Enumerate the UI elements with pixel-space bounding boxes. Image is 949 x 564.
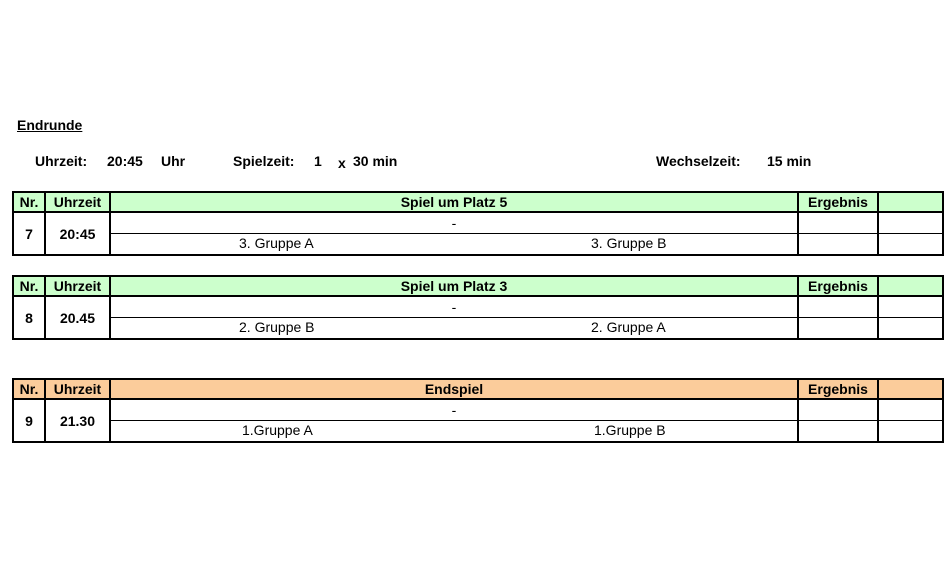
- result-cell: [797, 211, 879, 234]
- extra-cell: [877, 211, 944, 234]
- spielzeit-x: x: [338, 155, 346, 171]
- spielzeit-label: Spielzeit:: [233, 153, 295, 169]
- result-cell: [797, 295, 879, 318]
- extra-header: [877, 378, 944, 400]
- match-time: 20:45: [44, 211, 111, 256]
- match-number: 9: [12, 398, 46, 443]
- match-table: Nr. Uhrzeit Spiel um Platz 3 Ergebnis 8 …: [12, 275, 944, 340]
- ergebnis-header: Ergebnis: [797, 191, 879, 213]
- nr-header: Nr.: [12, 191, 46, 213]
- extra-header: [877, 275, 944, 297]
- result-cell: [797, 317, 879, 340]
- uhrzeit-label: Uhrzeit:: [35, 153, 88, 169]
- extra-header: [877, 191, 944, 213]
- team-a: 1.Gruppe A: [242, 422, 313, 438]
- match-table: Nr. Uhrzeit Spiel um Platz 5 Ergebnis 7 …: [12, 191, 944, 256]
- team-b: 1.Gruppe B: [594, 422, 666, 438]
- extra-cell: [877, 398, 944, 421]
- ergebnis-header: Ergebnis: [797, 378, 879, 400]
- match-time: 20.45: [44, 295, 111, 340]
- uhr-label: Uhr: [161, 153, 186, 169]
- wechselzeit-value: 15 min: [767, 153, 812, 169]
- result-cell: [797, 233, 879, 256]
- match-title: Spiel um Platz 5: [109, 191, 799, 213]
- score-placeholder: -: [109, 211, 799, 234]
- result-cell: [797, 398, 879, 421]
- extra-cell: [877, 295, 944, 318]
- extra-cell: [877, 233, 944, 256]
- match-number: 7: [12, 211, 46, 256]
- uhrzeit-value: 20:45: [107, 153, 143, 169]
- team-a: 2. Gruppe B: [239, 319, 315, 335]
- match-title: Endspiel: [109, 378, 799, 400]
- uhrzeit-header: Uhrzeit: [44, 191, 111, 213]
- teams-cell: 1.Gruppe A 1.Gruppe B: [109, 420, 799, 443]
- match-time: 21.30: [44, 398, 111, 443]
- spielzeit-count: 1: [314, 153, 322, 169]
- extra-cell: [877, 317, 944, 340]
- teams-cell: 3. Gruppe A 3. Gruppe B: [109, 233, 799, 256]
- match-table: Nr. Uhrzeit Endspiel Ergebnis 9 21.30 - …: [12, 378, 944, 443]
- uhrzeit-header: Uhrzeit: [44, 378, 111, 400]
- nr-header: Nr.: [12, 275, 46, 297]
- match-title: Spiel um Platz 3: [109, 275, 799, 297]
- nr-header: Nr.: [12, 378, 46, 400]
- uhrzeit-header: Uhrzeit: [44, 275, 111, 297]
- ergebnis-header: Ergebnis: [797, 275, 879, 297]
- spielzeit-value: 30 min: [353, 153, 398, 169]
- page-title: Endrunde: [17, 117, 83, 133]
- match-number: 8: [12, 295, 46, 340]
- team-b: 3. Gruppe B: [591, 235, 667, 251]
- teams-cell: 2. Gruppe B 2. Gruppe A: [109, 317, 799, 340]
- team-a: 3. Gruppe A: [239, 235, 314, 251]
- score-placeholder: -: [109, 295, 799, 318]
- extra-cell: [877, 420, 944, 443]
- wechselzeit-label: Wechselzeit:: [656, 153, 741, 169]
- score-placeholder: -: [109, 398, 799, 421]
- team-b: 2. Gruppe A: [591, 319, 666, 335]
- result-cell: [797, 420, 879, 443]
